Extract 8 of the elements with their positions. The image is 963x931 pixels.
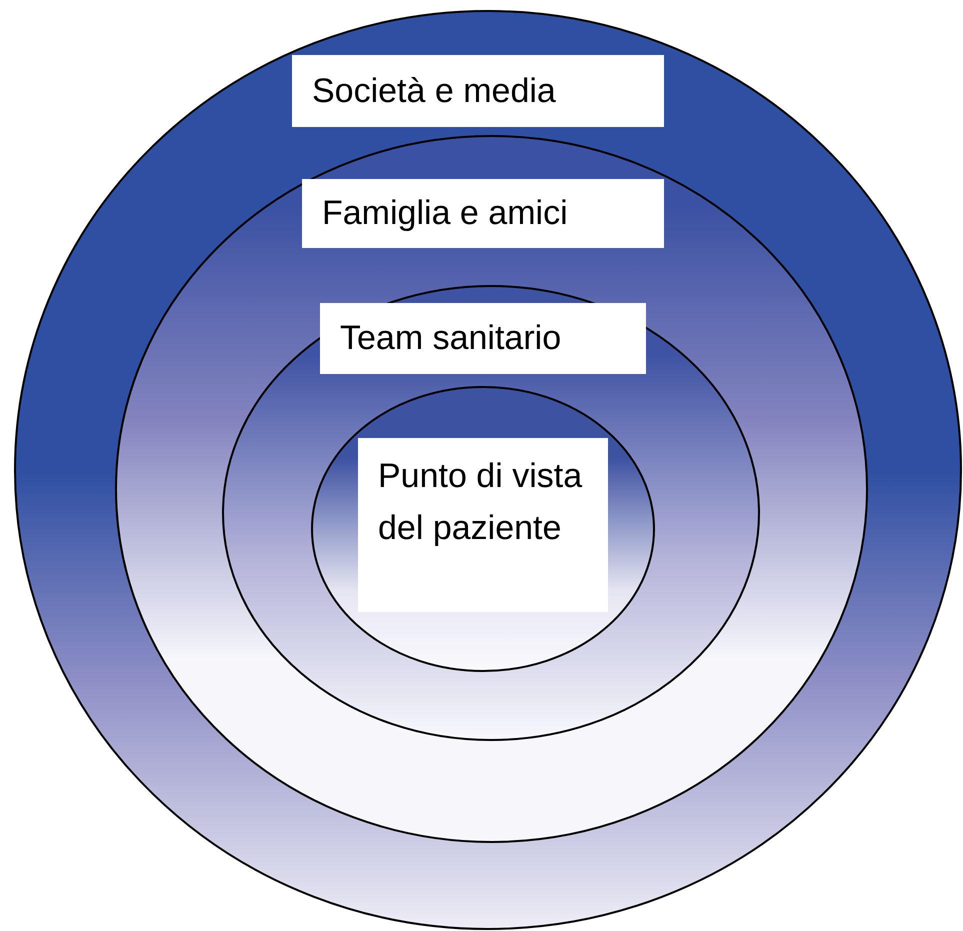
ring-label: Famiglia e amici	[302, 179, 664, 248]
ring-label: Punto di vista del paziente	[358, 438, 608, 612]
ring-label: Team sanitario	[320, 303, 646, 374]
ring-ellipse	[14, 10, 962, 930]
ring-ellipse	[115, 135, 868, 843]
ring-ellipse	[311, 386, 655, 672]
ring-label: Società e media	[292, 55, 664, 127]
ring-ellipse	[222, 285, 760, 741]
